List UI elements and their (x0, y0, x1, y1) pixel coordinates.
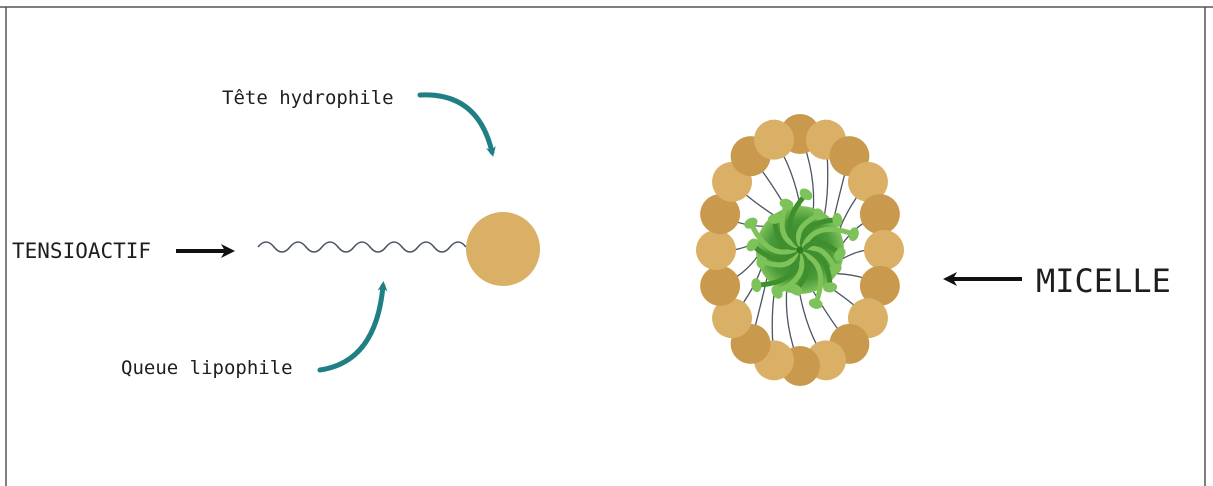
tail-pointer-arrow (320, 286, 383, 370)
micelle-head (700, 266, 740, 306)
tail-label: Queue lipophile (121, 357, 293, 379)
micelle-head (860, 194, 900, 234)
lipophilic-tail (258, 242, 466, 252)
micelle-head (696, 230, 736, 270)
surfactant-label: TENSIOACTIF (12, 239, 151, 263)
hydrophilic-head (466, 212, 540, 286)
core-blob (847, 226, 860, 242)
core-blob (751, 278, 763, 293)
head-label: Tête hydrophile (222, 87, 394, 109)
core-blob (808, 297, 824, 310)
surfactant-molecule (258, 212, 540, 286)
micelle (696, 114, 904, 386)
micelle-head (864, 230, 904, 270)
micelle-head (754, 120, 794, 160)
head-pointer-arrow (420, 95, 492, 152)
micelle-label: MICELLE (1036, 262, 1171, 300)
